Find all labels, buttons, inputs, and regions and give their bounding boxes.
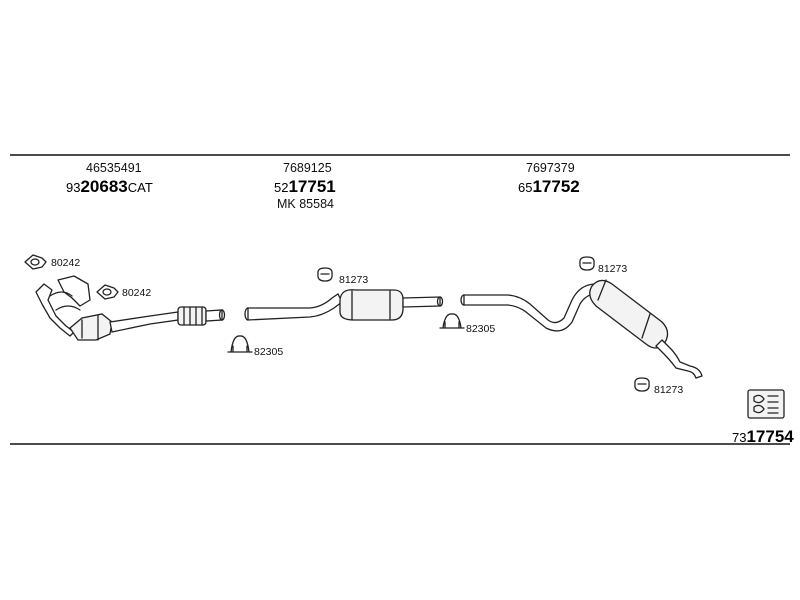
rubber-mount-icon [634, 377, 650, 392]
gasket-2-number: 80242 [122, 287, 151, 299]
manifold-runner [49, 291, 81, 311]
middle-outlet-pipe [402, 296, 441, 308]
group2-part-number[interactable]: 5217751 [274, 177, 336, 196]
converter-seam [81, 314, 99, 341]
gasket-hole-icon [30, 258, 40, 266]
clamp-2-number: 82305 [466, 323, 495, 335]
group1-part-number[interactable]: 9320683CAT [66, 177, 153, 196]
front-pipe [109, 311, 179, 333]
flex-joint-braid [183, 306, 203, 326]
rear-silencer-assembly[interactable] [460, 279, 703, 379]
catalytic-converter-assembly[interactable] [35, 275, 226, 341]
group2-extra-label: MK 85584 [277, 197, 334, 211]
gasket-icon [96, 284, 119, 300]
group1-oe-number: 46535491 [86, 161, 142, 175]
group3-part-number[interactable]: 6517752 [518, 177, 580, 196]
mount-1-number: 81273 [339, 274, 368, 286]
silencer-seam [351, 290, 391, 321]
u-clamp-icon [439, 313, 465, 329]
middle-inlet-pipe [247, 293, 343, 321]
group1-part-prefix: 93 [66, 180, 80, 195]
kit-part-number: 7317754 [732, 427, 794, 446]
middle-silencer-assembly[interactable] [244, 289, 444, 321]
rubber-mount-2[interactable]: 81273 [579, 256, 627, 275]
kit-part-main: 17754 [746, 427, 794, 446]
gasket-icon [24, 254, 47, 270]
u-clamp-icon [227, 335, 253, 353]
exhaust-manifold [35, 283, 75, 337]
silencer-seam [597, 279, 651, 339]
clamp-1[interactable]: 82305 [227, 335, 283, 358]
rubber-mount-3[interactable]: 81273 [634, 377, 683, 396]
rubber-mount-1[interactable]: 81273 [317, 267, 368, 286]
mount-2-number: 81273 [598, 263, 627, 275]
gasket-1[interactable]: 80242 [24, 254, 80, 270]
kit-part-prefix: 73 [732, 430, 746, 445]
pipe-end [218, 309, 226, 321]
middle-silencer-body [339, 289, 404, 321]
group1-part-main: 20683 [80, 177, 127, 196]
gasket-hole-icon [102, 288, 112, 296]
mounting-kit[interactable]: 7317754 [732, 389, 794, 446]
group2-oe-number: 7689125 [283, 161, 332, 175]
gasket-1-number: 80242 [51, 257, 80, 269]
pipe-end [436, 296, 444, 307]
rubber-mount-icon [579, 256, 595, 271]
clamp-2[interactable]: 82305 [439, 313, 495, 335]
mount-3-number: 81273 [654, 384, 683, 396]
kit-icon-detail [753, 394, 779, 414]
group2-part-prefix: 52 [274, 180, 288, 195]
group3-part-prefix: 65 [518, 180, 532, 195]
group3-part-main: 17752 [532, 177, 579, 196]
gasket-2[interactable]: 80242 [96, 284, 151, 300]
group3-oe-number: 7697379 [526, 161, 575, 175]
rubber-mount-icon [317, 267, 333, 282]
mounting-kit-icon [747, 389, 785, 419]
catalytic-converter-body [69, 313, 113, 341]
group1-part-suffix: CAT [128, 180, 153, 195]
group2-part-main: 17751 [288, 177, 335, 196]
manifold-flange [57, 275, 91, 307]
clamp-1-number: 82305 [254, 346, 283, 358]
tailpipe [655, 339, 703, 379]
